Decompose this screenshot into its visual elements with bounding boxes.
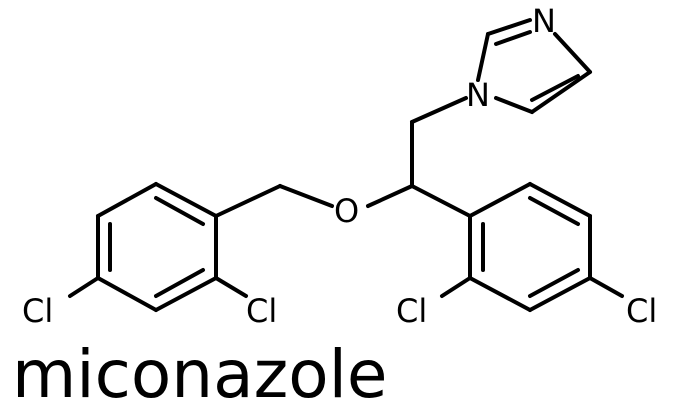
atom-label-n-ring: N <box>466 76 490 114</box>
bond-left-cl-para <box>68 276 100 298</box>
right-benzene-ring <box>440 182 624 312</box>
right-ring-inner-2 <box>528 268 580 298</box>
atom-label-cl-far-right: Cl <box>626 292 657 330</box>
molecule-name-caption: miconazole <box>12 336 388 413</box>
bond-right-cl-para <box>588 276 624 298</box>
left-ring-bond-5 <box>154 276 218 312</box>
bond-ch-o <box>366 184 414 208</box>
right-ring-inner-1 <box>528 196 580 226</box>
bond-left-cl-ortho <box>214 276 248 298</box>
imidazole-ring <box>476 18 592 114</box>
left-ring-bond-1 <box>154 182 218 218</box>
bond-right-cl-ortho <box>440 276 472 298</box>
linker-chain <box>214 96 472 218</box>
bond-n3-c4 <box>553 32 592 74</box>
right-ring-bond-2 <box>528 182 592 218</box>
right-ring-bond-5 <box>468 276 532 312</box>
atom-label-oxygen: O <box>334 192 359 230</box>
left-ring-bond-2 <box>96 182 158 218</box>
bond-n1-c2 <box>476 32 490 82</box>
right-ring-bond-4 <box>528 276 592 312</box>
atom-label-cl-right-ortho: Cl <box>396 292 427 330</box>
bond-o-ch2 <box>278 184 334 208</box>
left-ring-bond-4 <box>96 276 158 312</box>
atom-label-cl-far-left: Cl <box>22 292 53 330</box>
right-ring-bond-1 <box>468 182 532 218</box>
bond-c2-n3 <box>486 18 532 36</box>
left-ring-inner-3 <box>154 268 205 298</box>
bond-c5-n1 <box>494 96 534 114</box>
bond-ch2-ring1 <box>214 184 282 218</box>
bond-c2-n3-double <box>494 30 532 46</box>
left-ring-inner-1 <box>154 196 205 226</box>
bond-c4-c5-double <box>530 74 580 102</box>
atom-label-n-top: N <box>532 2 556 40</box>
bond-ch-ring2 <box>410 184 472 218</box>
bond-n1-ch2 <box>410 96 468 124</box>
left-benzene-ring <box>68 182 248 312</box>
atom-label-cl-left-ortho: Cl <box>246 292 277 330</box>
bond-c4-c5 <box>530 70 592 114</box>
